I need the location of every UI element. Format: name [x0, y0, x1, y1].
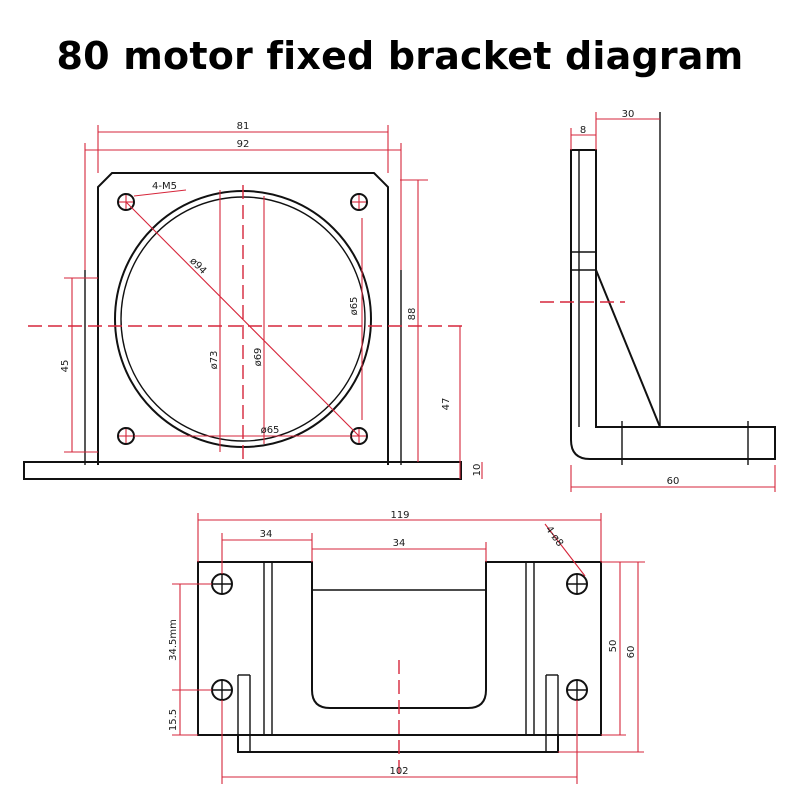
top-dim-34a-label: 34 [260, 529, 273, 540]
front-dim-88-label: 88 [407, 308, 418, 321]
top-dim-34b-label: 34 [393, 538, 406, 549]
front-dim-47-label: 47 [441, 398, 452, 411]
front-dim-45-label: 45 [60, 360, 71, 373]
top-dim-155 [172, 690, 198, 736]
front-plate-outline [97, 172, 389, 465]
front-dim-81 [97, 125, 389, 173]
side-l-outline [570, 149, 776, 460]
page-title: 80 motor fixed bracket diagram [56, 34, 744, 78]
front-dim-73-label: ø73 [209, 351, 220, 370]
top-bottom-rail [237, 734, 559, 753]
side-dim-60 [570, 465, 776, 492]
top-dim-102-label: 102 [389, 766, 408, 777]
top-dim-34b [312, 542, 487, 562]
top-dim-155-label: 15.5 [168, 709, 179, 731]
front-hole-tr [350, 193, 368, 211]
front-dim-88 [400, 179, 428, 462]
top-dim-50-label: 50 [608, 640, 619, 653]
side-gusset [595, 269, 661, 428]
top-hole-leader [544, 523, 586, 577]
front-dim-92-label: 92 [237, 139, 250, 150]
top-dim-60 [558, 562, 644, 753]
front-hole-leader [133, 189, 187, 197]
side-dim-60-label: 60 [667, 476, 680, 487]
front-hole-tl [117, 193, 135, 211]
front-dim-65a-label: ø65 [349, 297, 360, 316]
top-dim-34a [221, 533, 313, 574]
top-dim-345 [172, 583, 212, 691]
side-dim-30-label: 30 [622, 109, 635, 120]
front-base-foot [23, 461, 462, 480]
top-dim-119 [197, 513, 602, 562]
top-dim-60-label: 60 [626, 646, 637, 659]
top-outline [197, 561, 602, 736]
side-dim-8 [570, 112, 597, 150]
front-view: 81 92 4-M5 88 47 10 4 [23, 121, 483, 480]
side-dim-8-label: 8 [580, 125, 586, 136]
front-dim-45 [64, 277, 98, 453]
top-view: 119 34 34 4-ø8 34.5mm 15.5 [168, 510, 645, 784]
top-dim-102 [221, 700, 578, 784]
front-dim-92 [84, 143, 402, 270]
front-dim-10-label: 10 [472, 464, 483, 477]
side-view: 8 30 60 [540, 109, 776, 492]
front-diagonal-94 [125, 201, 360, 437]
front-dim-69-label: ø69 [253, 348, 264, 367]
front-dim-94-label: ø94 [187, 256, 208, 277]
top-dim-345-label: 34.5mm [168, 619, 179, 661]
front-hole-label: 4-M5 [152, 181, 177, 192]
front-dim-81-label: 81 [237, 121, 250, 132]
front-dim-65b-label: ø65 [261, 425, 280, 436]
top-dim-119-label: 119 [390, 510, 409, 521]
